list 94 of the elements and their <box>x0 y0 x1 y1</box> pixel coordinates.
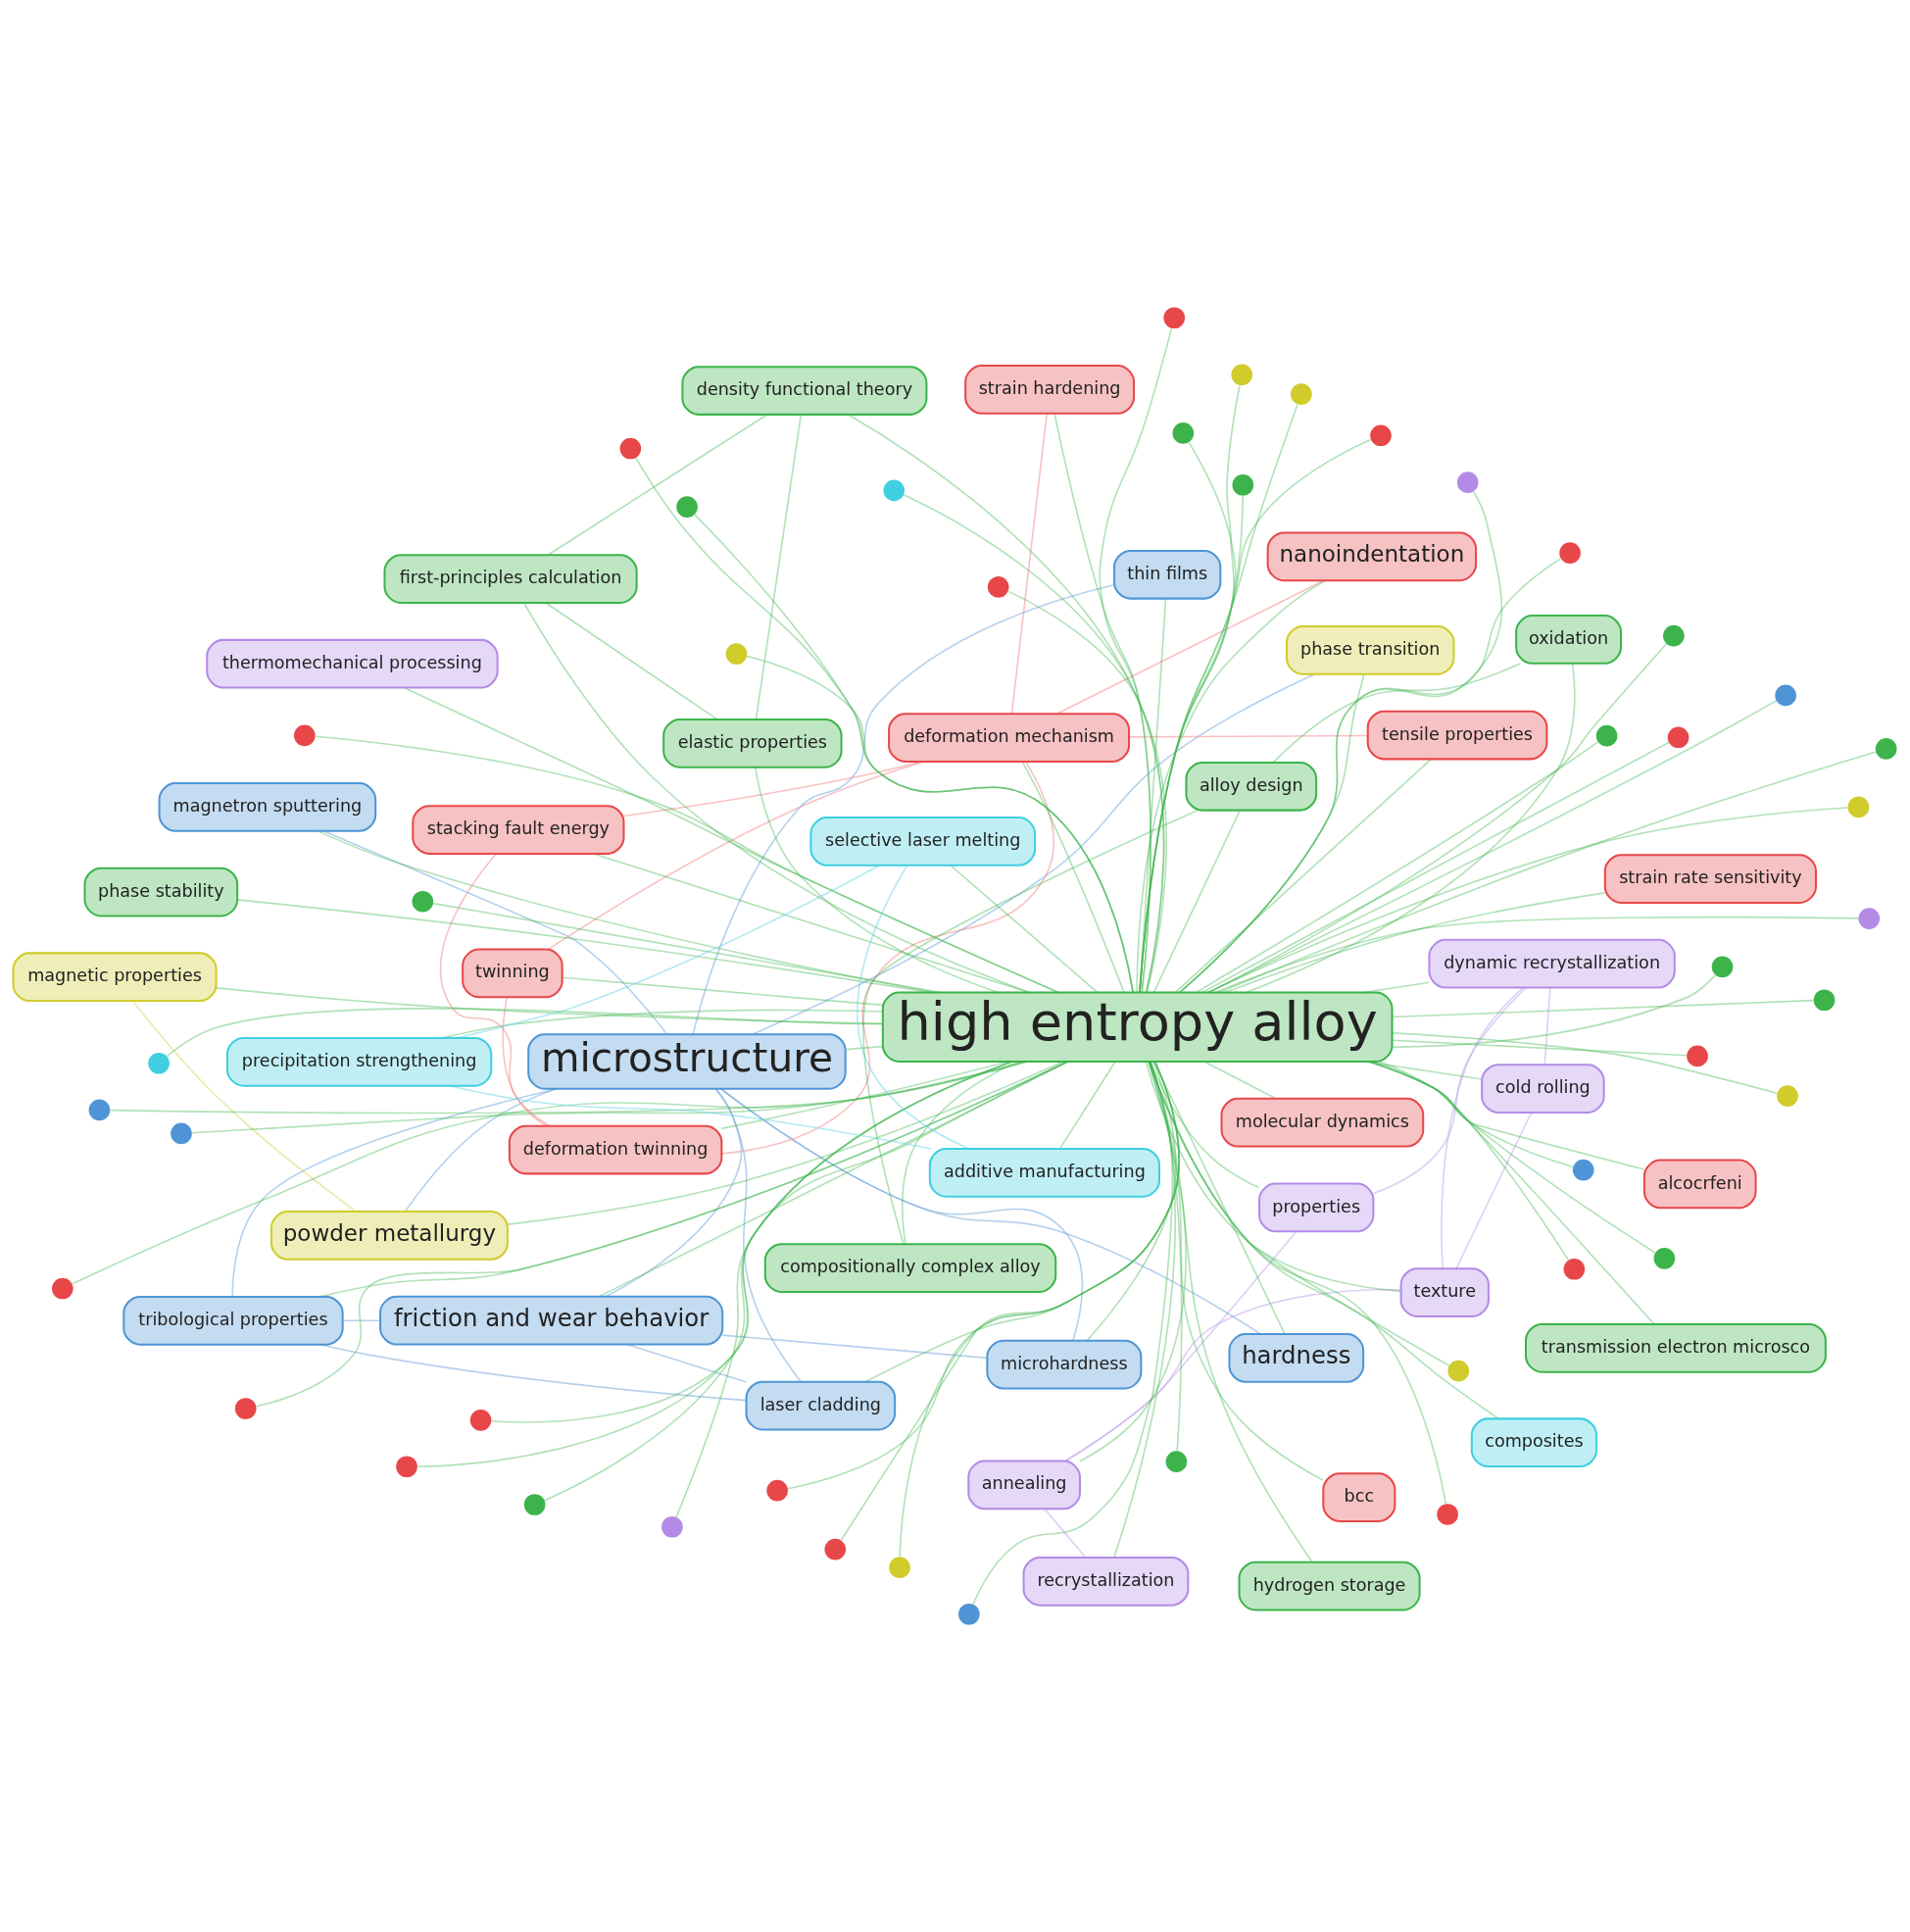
node-circle <box>1172 422 1195 444</box>
node-circle <box>1572 1159 1594 1181</box>
node-circle <box>1858 908 1881 929</box>
node-circle <box>661 1515 683 1538</box>
node-circle <box>1653 1248 1676 1269</box>
node-box: strain hardening <box>964 365 1136 415</box>
node-box: tensile properties <box>1366 710 1548 761</box>
node-box: recrystallization <box>1022 1556 1190 1607</box>
node-box: molecular dynamics <box>1220 1097 1425 1148</box>
node-circle <box>1231 364 1253 386</box>
node-circle <box>1437 1504 1458 1525</box>
node-box: texture <box>1399 1267 1490 1317</box>
node-box: properties <box>1258 1182 1375 1233</box>
node-box: strain rate sensitivity <box>1603 854 1817 904</box>
node-circle <box>883 479 906 502</box>
node-circle <box>51 1277 73 1300</box>
node-circle <box>987 576 1009 598</box>
connector <box>1064 1288 1402 1462</box>
node-box: laser cladding <box>745 1380 897 1431</box>
node-circle <box>1687 1045 1708 1067</box>
node-circle <box>234 1398 257 1419</box>
node-box: oxidation <box>1515 615 1623 665</box>
node-box: bcc <box>1322 1472 1396 1522</box>
node-box: deformation twinning <box>508 1124 723 1175</box>
node-circle <box>1667 726 1690 749</box>
connector <box>692 583 1115 1035</box>
node-circle <box>1165 1451 1188 1472</box>
node-box: elastic properties <box>662 718 843 768</box>
node-box: dynamic recrystallization <box>1428 938 1676 989</box>
node-box: deformation mechanism <box>888 713 1131 763</box>
node-box: additive manufacturing <box>928 1148 1160 1198</box>
node-box: transmission electron microsco <box>1524 1322 1827 1373</box>
node-box: hardness <box>1228 1333 1365 1383</box>
node-circle <box>1370 424 1392 447</box>
node-circle <box>469 1410 492 1431</box>
node-box: phase stability <box>83 867 239 917</box>
node-circle <box>396 1456 417 1478</box>
node-circle <box>148 1052 170 1074</box>
node-circle <box>1711 956 1734 978</box>
node-box: magnetic properties <box>12 952 218 1003</box>
node-circle <box>1563 1258 1586 1280</box>
node-circle <box>1875 738 1897 760</box>
node-box: annealing <box>967 1460 1081 1511</box>
node-box: microhardness <box>986 1339 1143 1390</box>
node-box: nanoindentation <box>1266 531 1478 582</box>
node-circle <box>1775 684 1796 707</box>
node-circle <box>1847 796 1870 818</box>
node-circle <box>1232 473 1254 496</box>
node-circle <box>1447 1360 1470 1382</box>
node-box: precipitation strengthening <box>225 1036 493 1087</box>
node-circle <box>824 1538 847 1560</box>
node-box: selective laser melting <box>809 817 1037 867</box>
node-box: stacking fault energy <box>412 805 625 855</box>
node-circle <box>1813 989 1836 1012</box>
node-box: first-principles calculation <box>383 554 638 604</box>
connector <box>131 1000 358 1213</box>
node-box: microstructure <box>527 1033 847 1090</box>
node-circle <box>88 1099 111 1121</box>
node-circle <box>1163 307 1186 329</box>
node-box: compositionally complex alloy <box>763 1243 1057 1293</box>
node-circle <box>1559 542 1581 564</box>
node-box: alcocrfeni <box>1642 1159 1757 1210</box>
node-box: composites <box>1470 1417 1598 1468</box>
connector <box>547 414 768 556</box>
node-box: thin films <box>1113 549 1222 600</box>
node-box: alloy design <box>1185 761 1318 812</box>
connector <box>322 830 668 1035</box>
node-box: density functional theory <box>681 366 928 416</box>
node-circle <box>676 496 698 518</box>
node-circle <box>1291 383 1312 405</box>
node-circle <box>1595 724 1618 747</box>
node-box: friction and wear behavior <box>379 1295 724 1346</box>
node-circle <box>1456 471 1479 493</box>
node-circle <box>1663 624 1685 647</box>
node-box: magnetron sputtering <box>158 782 377 832</box>
node-box: tribological properties <box>122 1295 344 1346</box>
node-box: cold rolling <box>1481 1064 1605 1114</box>
node-circle <box>1777 1085 1798 1107</box>
node-box: phase transition <box>1285 624 1455 675</box>
node-circle <box>725 643 748 665</box>
node-circle <box>619 437 642 460</box>
node-box: powder metallurgy <box>269 1211 509 1261</box>
connector <box>719 1087 1262 1335</box>
node-circle <box>958 1603 980 1625</box>
node-circle <box>293 724 316 747</box>
node-box: hydrogen storage <box>1238 1560 1421 1611</box>
node-box: high entropy alloy <box>881 991 1394 1063</box>
node-box: thermomechanical processing <box>206 638 499 689</box>
node-circle <box>171 1122 192 1145</box>
node-circle <box>766 1479 788 1502</box>
node-circle <box>889 1557 910 1578</box>
node-box: twinning <box>462 948 563 999</box>
node-circle <box>523 1494 546 1515</box>
node-circle <box>412 890 434 913</box>
